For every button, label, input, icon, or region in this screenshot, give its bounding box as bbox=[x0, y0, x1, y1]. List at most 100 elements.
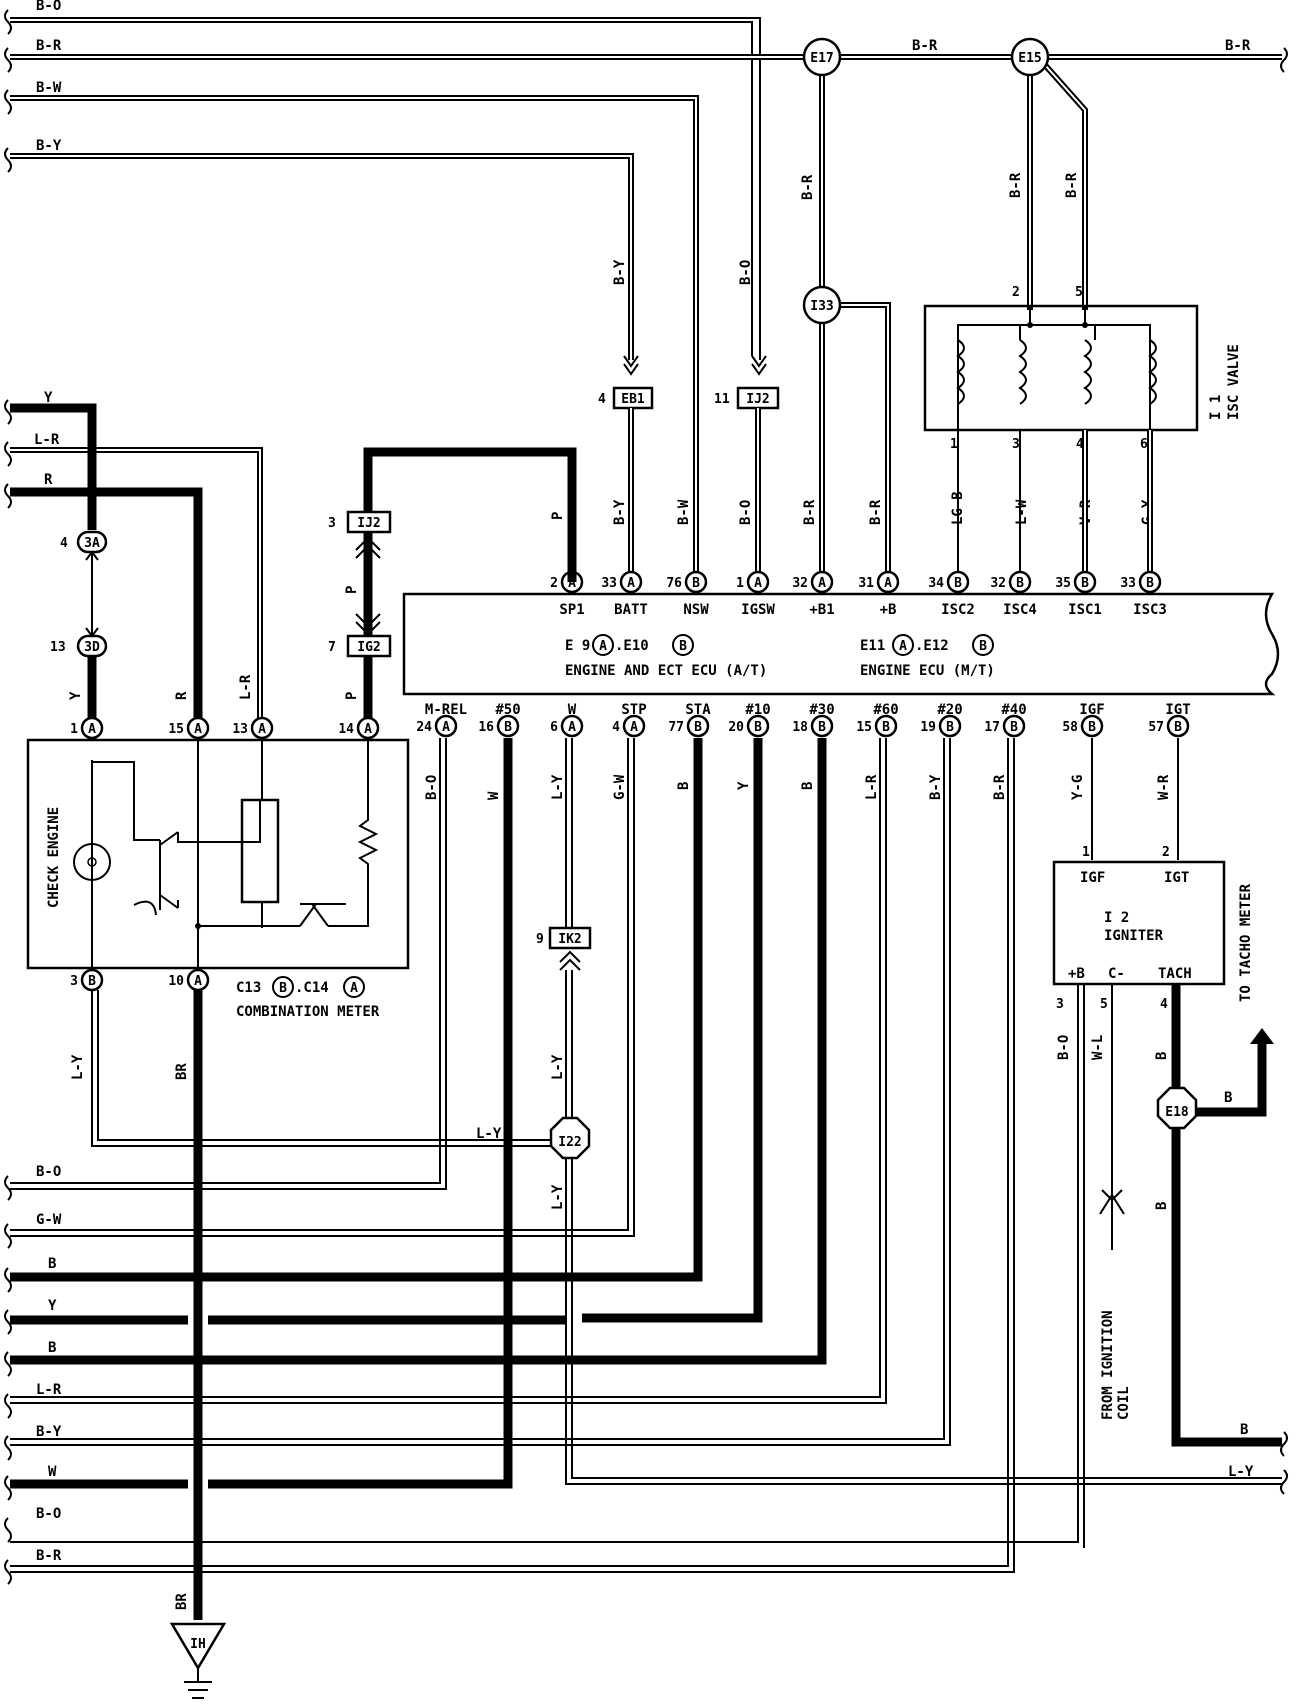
svg-text:E 9: E 9 bbox=[565, 638, 590, 654]
svg-text:IGF: IGF bbox=[1080, 870, 1105, 886]
pin-number: 1 bbox=[70, 722, 78, 737]
svg-text:Y: Y bbox=[68, 691, 84, 700]
pin-connector-letter: B bbox=[754, 720, 762, 735]
pin-label: #40 bbox=[1001, 702, 1026, 718]
isc-valve: 2 5 1 3 4 6 I 1 ISC VALVE bbox=[923, 285, 1242, 452]
svg-text:IH: IH bbox=[190, 1637, 206, 1652]
svg-text:B-R: B-R bbox=[36, 1548, 62, 1564]
pin-number: 4 bbox=[612, 720, 620, 735]
pin-label: M-REL bbox=[425, 702, 467, 718]
igniter: 1 2 IGF IGT I 2 IGNITER +B C- TACH 3 5 4 bbox=[1052, 845, 1226, 1012]
svg-text:3A: 3A bbox=[84, 536, 100, 551]
bottom-bus-labels: B-O G-W B Y B L-R B-Y W B-O B-R bbox=[36, 1164, 62, 1564]
connector-ij2-left: IJ2 3 bbox=[328, 510, 392, 534]
pin-connector-letter: B bbox=[954, 576, 962, 591]
svg-text:5: 5 bbox=[1100, 997, 1108, 1012]
pin-number: 20 bbox=[728, 720, 744, 735]
ij2-ig2-link: P P bbox=[344, 532, 381, 725]
pin-label: ISC2 bbox=[941, 602, 975, 618]
meter-title: C13 B .C14 A COMBINATION METER bbox=[236, 976, 380, 1020]
svg-text:G-W: G-W bbox=[612, 774, 628, 800]
pin-number: 24 bbox=[416, 720, 432, 735]
svg-text:I 1: I 1 bbox=[1208, 395, 1224, 420]
e15-branch: B-R B-R bbox=[1008, 63, 1088, 310]
svg-text:B-R: B-R bbox=[912, 38, 938, 54]
connector-3a-3d: 3A 4 3D 13 Y R L-R bbox=[50, 530, 254, 725]
pin-number: 19 bbox=[920, 720, 936, 735]
svg-text:L-Y: L-Y bbox=[1228, 1464, 1254, 1480]
pin-connector-letter: B bbox=[88, 974, 96, 989]
svg-text:COMBINATION METER: COMBINATION METER bbox=[236, 1004, 380, 1020]
pin-number: 77 bbox=[668, 720, 684, 735]
svg-text:B-O: B-O bbox=[1056, 1035, 1072, 1060]
svg-text:BR: BR bbox=[174, 1593, 190, 1610]
svg-text:L-R: L-R bbox=[36, 1382, 62, 1398]
pin-label: #20 bbox=[937, 702, 962, 718]
svg-text:Y: Y bbox=[44, 390, 53, 406]
pin-connector-letter: A bbox=[884, 576, 892, 591]
pin-number: 2 bbox=[550, 576, 558, 591]
pin-label: W bbox=[568, 702, 577, 718]
svg-text:A: A bbox=[899, 639, 907, 654]
pin-connector-letter: A bbox=[754, 576, 762, 591]
pin-number: 3 bbox=[70, 974, 78, 989]
pin-label: #50 bbox=[495, 702, 520, 718]
pin-connector-letter: B bbox=[1081, 576, 1089, 591]
pin-number: 32 bbox=[792, 576, 808, 591]
svg-text:13: 13 bbox=[50, 640, 66, 655]
svg-text:I 2: I 2 bbox=[1104, 910, 1129, 926]
svg-text:I22: I22 bbox=[558, 1135, 581, 1150]
svg-text:1: 1 bbox=[1082, 845, 1090, 860]
pin-label: #30 bbox=[809, 702, 834, 718]
svg-text:W-L: W-L bbox=[1090, 1035, 1106, 1060]
pin-connector-circle bbox=[1073, 570, 1097, 594]
svg-text:4: 4 bbox=[1076, 437, 1084, 452]
junction-e18: E18 bbox=[1156, 1086, 1198, 1130]
svg-text:B-R: B-R bbox=[1008, 172, 1024, 198]
pin-connector-letter: A bbox=[568, 576, 576, 591]
isc-coils bbox=[956, 339, 1157, 405]
svg-text:11: 11 bbox=[714, 392, 730, 407]
svg-text:P: P bbox=[550, 512, 566, 520]
junction-i33: I33 bbox=[802, 285, 842, 325]
pin-connector-circle bbox=[1080, 714, 1104, 738]
pin-connector-circle bbox=[186, 716, 210, 740]
junction-i22: I22 L-Y bbox=[549, 1116, 1282, 1485]
top-bus-labels: B-O B-R B-W B-Y B-R B-R bbox=[36, 0, 1251, 154]
pin-connector-circle bbox=[560, 714, 584, 738]
connector-ij2-top: IJ2 11 bbox=[714, 386, 780, 410]
svg-text:B-Y: B-Y bbox=[36, 1424, 62, 1440]
left-input-wires: Y L-R R bbox=[4, 390, 263, 725]
ecu-bottom-wires: B-O W L-Y G-W B Y B L-R B-Y B-R bbox=[10, 738, 1179, 1573]
e17-branch: B-R bbox=[800, 70, 825, 582]
pin-number: 10 bbox=[168, 974, 184, 989]
svg-text:B-R: B-R bbox=[868, 499, 884, 525]
svg-text:I33: I33 bbox=[810, 299, 833, 314]
ecu-block: E 9 A .E10 B ENGINE AND ECT ECU (A/T) E1… bbox=[402, 570, 1280, 738]
svg-text:COIL: COIL bbox=[1116, 1386, 1132, 1420]
ground-ih: IH bbox=[169, 1622, 227, 1699]
svg-text:2: 2 bbox=[1012, 285, 1020, 300]
pin-connector-circle bbox=[434, 714, 458, 738]
svg-text:B: B bbox=[48, 1256, 56, 1272]
svg-text:4: 4 bbox=[1160, 997, 1168, 1012]
pin-number: 57 bbox=[1148, 720, 1164, 735]
pin-connector-letter: A bbox=[818, 576, 826, 591]
svg-text:L-Y: L-Y bbox=[476, 1126, 502, 1142]
pin-connector-letter: B bbox=[694, 720, 702, 735]
pin-label: +B1 bbox=[809, 602, 834, 618]
pin-connector-circle bbox=[686, 714, 710, 738]
svg-text:B-R: B-R bbox=[36, 38, 62, 54]
svg-text:R: R bbox=[44, 472, 53, 488]
pin-connector-letter: A bbox=[364, 722, 372, 737]
connector-eb1: EB1 4 bbox=[598, 386, 654, 410]
svg-text:3: 3 bbox=[1056, 997, 1064, 1012]
igniter-wires: B-O W-L FROM IGNITION COIL B B TO TACHO … bbox=[10, 883, 1288, 1548]
